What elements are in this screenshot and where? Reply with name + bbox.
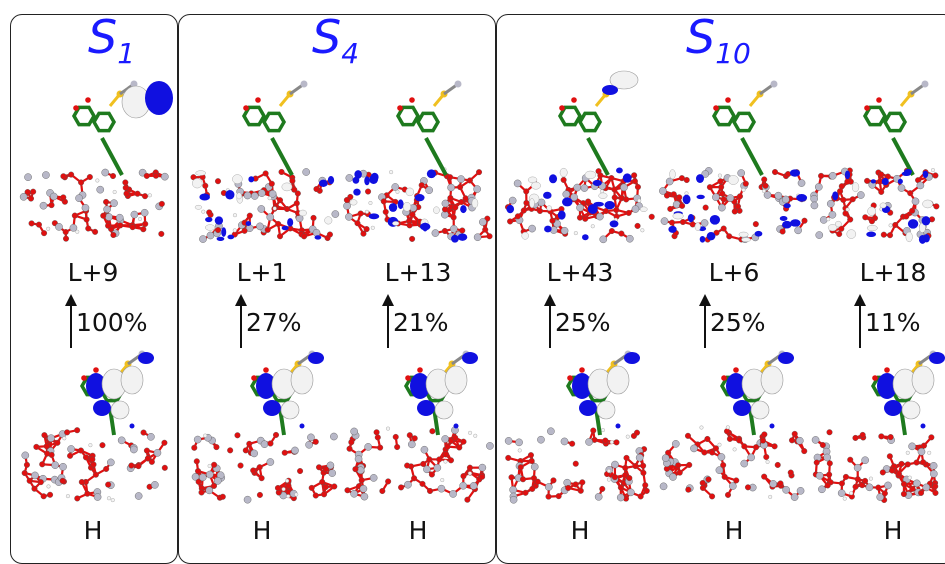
homo-render-2: [184, 340, 344, 520]
tio2-slab: [20, 169, 168, 242]
lumo-render-l6: [654, 70, 814, 260]
figure: S1 S4 S10 L+9 100% H L+1 27% H L+13 21% …: [0, 0, 945, 551]
transition-percent-5: 25%: [710, 308, 766, 337]
transition-percent-4: 25%: [555, 308, 611, 337]
homo-render-4: [500, 340, 660, 520]
homo-render-6: [805, 340, 945, 520]
orbital-label-h-3: H: [358, 516, 478, 545]
tio2-slab: [505, 168, 654, 243]
dye-molecule: [559, 81, 623, 176]
tio2-slab: [505, 428, 650, 504]
orbital-label-l1: L+1: [202, 258, 322, 287]
tio2-slab: [345, 427, 494, 503]
orbital-label-h-2: H: [202, 516, 322, 545]
homo-lobes: [256, 352, 324, 429]
homo-render-3: [338, 340, 498, 520]
homo-lobes: [410, 352, 478, 429]
homo-lobes: [877, 352, 945, 429]
dye-molecule: [864, 81, 928, 176]
lumo-render-l43: [500, 70, 660, 260]
homo-render-5: [654, 340, 814, 520]
lumo-render-l1: [184, 70, 344, 260]
orbital-label-h-5: H: [674, 516, 794, 545]
homo-lobes: [726, 352, 794, 429]
transition-percent-2: 27%: [246, 308, 302, 337]
state-title-s10: S10: [686, 14, 751, 68]
orbital-label-h-6: H: [833, 516, 945, 545]
state-title-s4: S4: [312, 14, 359, 68]
homo-lobes: [572, 352, 640, 429]
transition-percent-3: 21%: [393, 308, 449, 337]
orbital-label-l43: L+43: [520, 258, 640, 287]
orbital-label-l13: L+13: [358, 258, 478, 287]
tio2-slab: [812, 429, 938, 502]
tio2-slab: [191, 168, 339, 242]
orbital-label-l18: L+18: [833, 258, 945, 287]
tio2-slab: [22, 427, 168, 501]
state-title-s1: S1: [88, 14, 135, 68]
dye-molecule: [397, 81, 461, 176]
homo-render-1: [14, 340, 174, 520]
lumo-render-l9: [14, 70, 174, 260]
homo-lobes: [86, 352, 154, 429]
transition-percent-6: 11%: [865, 308, 921, 337]
lumo-render-l18: [805, 70, 945, 260]
dye-molecule: [713, 81, 777, 176]
tio2-slab: [191, 432, 337, 503]
tio2-slab: [660, 426, 807, 501]
orbital-label-l9: L+9: [33, 258, 153, 287]
orbital-label-h-1: H: [33, 516, 153, 545]
orbital-label-l6: L+6: [674, 258, 794, 287]
lumo-render-l13: [338, 70, 498, 260]
dye-molecule: [243, 81, 307, 176]
transition-percent-1: 100%: [76, 308, 147, 337]
orbital-label-h-4: H: [520, 516, 640, 545]
